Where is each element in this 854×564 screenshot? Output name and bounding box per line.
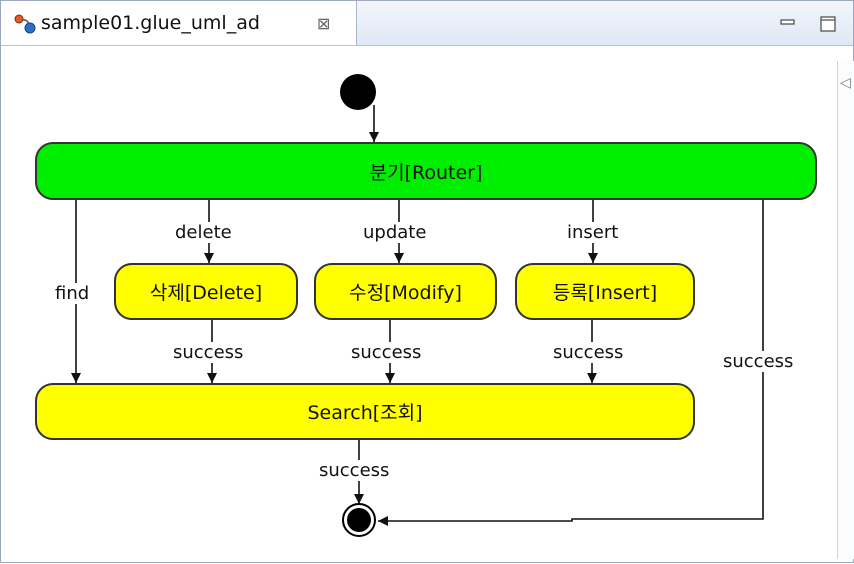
maximize-icon[interactable]: [817, 13, 839, 35]
delete-node[interactable]: 삭제[Delete]: [114, 263, 298, 320]
initial-node[interactable]: [340, 74, 376, 110]
editor-tab[interactable]: sample01.glue_uml_ad ⊠: [1, 1, 357, 45]
editor-tab-bar: sample01.glue_uml_ad ⊠: [1, 1, 853, 46]
activity-diagram-icon: [13, 13, 39, 35]
final-node-core: [347, 508, 371, 532]
search-node-label: Search[조회]: [307, 402, 423, 424]
insert-node[interactable]: 등록[Insert]: [515, 263, 695, 320]
edge-label-success-search: success: [317, 460, 392, 481]
delete-node-label: 삭제[Delete]: [149, 282, 263, 304]
minimize-icon[interactable]: [777, 13, 799, 35]
edge-label-success-router: success: [721, 351, 796, 372]
router-node[interactable]: 분기[Router]: [35, 142, 817, 200]
edge-label-update: update: [361, 222, 429, 243]
edge-label-find: find: [53, 283, 92, 304]
edge-label-success-insert: success: [551, 342, 626, 363]
modify-node[interactable]: 수정[Modify]: [314, 263, 497, 320]
chevron-left-icon[interactable]: ◁: [840, 75, 851, 91]
modify-node-label: 수정[Modify]: [349, 282, 462, 304]
edge-router-final: [378, 199, 764, 526]
palette-strip: ◁: [837, 61, 854, 559]
edge-label-delete: delete: [173, 222, 234, 243]
tab-title: sample01.glue_uml_ad: [41, 12, 260, 34]
close-icon[interactable]: ⊠: [317, 14, 331, 33]
insert-node-label: 등록[Insert]: [552, 282, 658, 304]
edge-label-success-delete: success: [171, 342, 246, 363]
edge-label-success-modify: success: [349, 342, 424, 363]
search-node[interactable]: Search[조회]: [35, 383, 695, 440]
router-node-label: 분기[Router]: [369, 161, 483, 184]
edge-label-insert: insert: [565, 222, 621, 243]
